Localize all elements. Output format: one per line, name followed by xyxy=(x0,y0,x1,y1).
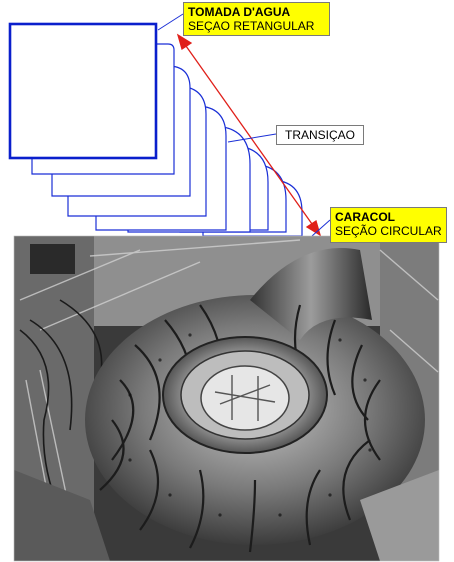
arrowhead-top-icon xyxy=(176,33,193,51)
spiral-casing-callout: CARACOL SEÇÃO CIRCULAR xyxy=(330,207,447,243)
intake-callout-title: TOMADA D'AGUA xyxy=(188,5,291,19)
arrowhead-bottom-icon xyxy=(305,219,322,237)
intake-callout: TOMADA D'AGUA SEÇAO RETANGULAR xyxy=(183,2,330,36)
transition-label: TRANSIÇAO xyxy=(276,125,364,145)
cross-section-sequence xyxy=(8,22,303,237)
leader-lines xyxy=(157,13,331,237)
spiral-callout-subtitle: SEÇÃO CIRCULAR xyxy=(335,224,442,238)
intake-rectangular-section xyxy=(8,22,158,160)
intake-callout-subtitle: SEÇAO RETANGULAR xyxy=(188,19,315,33)
spiral-casing-photo xyxy=(14,236,439,561)
spiral-callout-title: CARACOL xyxy=(335,210,395,224)
